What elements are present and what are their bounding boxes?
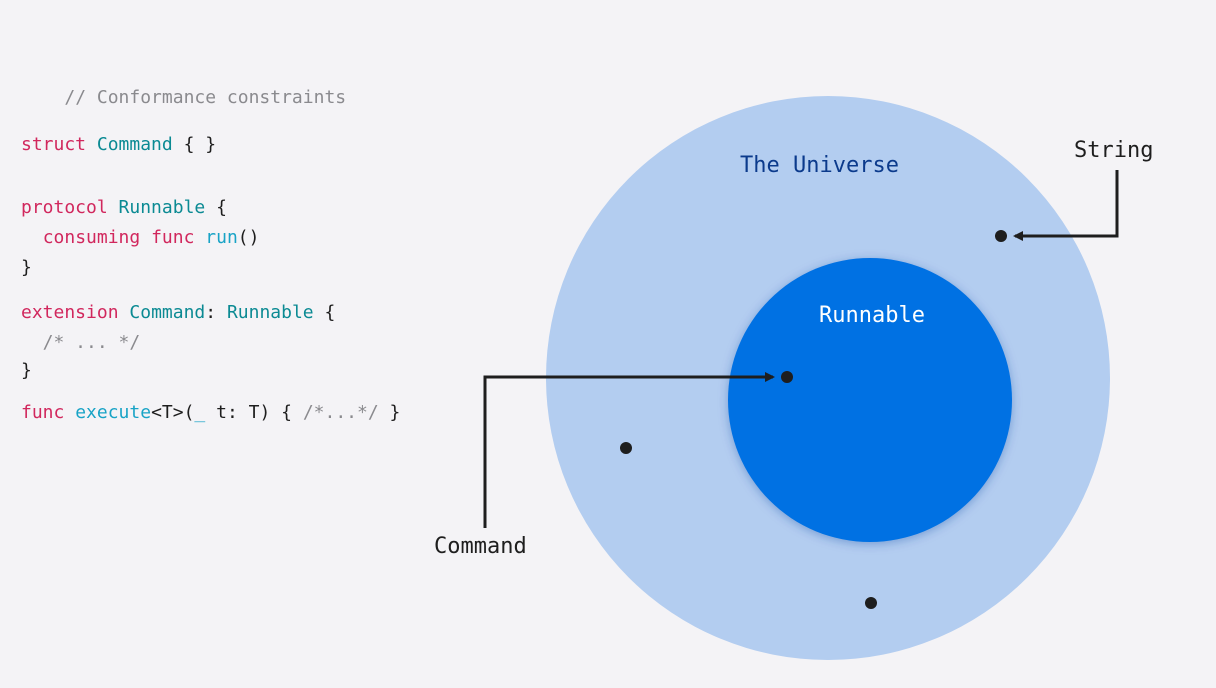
string-arrow [1013, 170, 1119, 241]
extension-open-brace: { [313, 302, 336, 323]
struct-declaration-line: struct Command { } [21, 130, 216, 160]
command-dot [781, 371, 793, 383]
string-label: String [1074, 138, 1154, 163]
params: t: T) { [205, 402, 303, 423]
code-block: // Conformance constraints struct Comman… [21, 0, 400, 540]
command-arrow [483, 372, 775, 528]
string-dot [995, 230, 1007, 242]
close-brace: } [378, 402, 401, 423]
code-comment: // Conformance constraints [64, 87, 347, 108]
runnable-label: Runnable [819, 303, 925, 328]
keyword-consuming: consuming [42, 227, 141, 248]
other-type-dot [620, 442, 632, 454]
close-brace: } [21, 257, 32, 278]
protocol-open-brace: { [205, 197, 227, 218]
protocol-declaration-line: protocol Runnable { [21, 193, 227, 223]
extension-declaration-line: extension Command: Runnable { [21, 298, 335, 328]
close-brace: } [21, 360, 32, 381]
body-comment: /*...*/ [302, 402, 379, 423]
struct-body: { } [172, 134, 217, 155]
keyword-func: func [151, 227, 195, 248]
runnable-circle [728, 258, 1012, 542]
type-command: Command [129, 302, 206, 323]
keyword-extension: extension [21, 302, 119, 323]
type-runnable: Runnable [226, 302, 314, 323]
code-comment-line: // Conformance constraints [21, 53, 346, 143]
method-declaration-line: consuming func run() [21, 223, 260, 253]
colon: : [205, 302, 217, 323]
keyword-protocol: protocol [21, 197, 108, 218]
function-declaration-line: func execute<T>(_ t: T) { /*...*/ } [21, 398, 400, 428]
function-execute: execute [75, 402, 152, 423]
function-run: run [205, 227, 238, 248]
underscore-label: _ [194, 402, 206, 423]
command-label: Command [434, 534, 527, 559]
generic-params: <T>( [151, 402, 195, 423]
protocol-close-line: } [21, 253, 32, 283]
extension-body-comment: /* ... */ [21, 332, 141, 353]
type-runnable: Runnable [118, 197, 206, 218]
extension-close-line: } [21, 356, 32, 386]
keyword-struct: struct [21, 134, 87, 155]
keyword-func: func [21, 402, 65, 423]
universe-label: The Universe [740, 153, 899, 178]
method-parens: () [237, 227, 260, 248]
type-command: Command [96, 134, 173, 155]
other-type-dot [865, 597, 877, 609]
extension-body-line: /* ... */ [21, 328, 141, 358]
